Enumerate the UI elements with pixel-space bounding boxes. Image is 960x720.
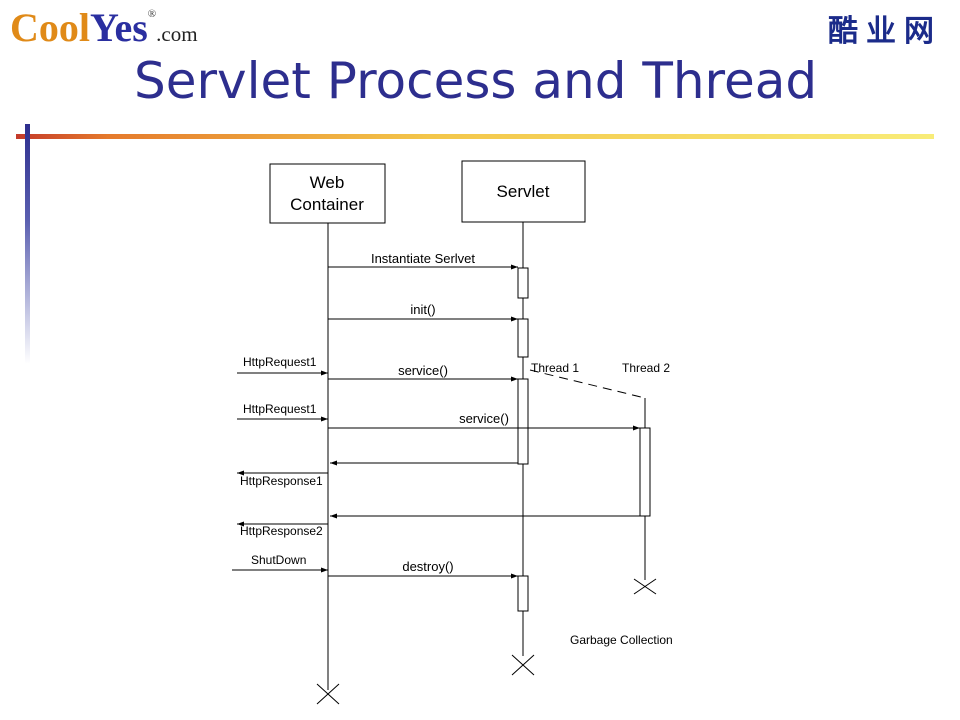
http-request1b-label: HttpRequest1 (243, 402, 317, 416)
shutdown-label: ShutDown (251, 553, 306, 567)
logo-yes: Yes (90, 5, 148, 50)
message-init-label: init() (410, 302, 435, 317)
logo-domain: .com (156, 22, 198, 46)
thread2-termination-x (633, 578, 657, 595)
garbage-collection-label: Garbage Collection (570, 633, 673, 647)
title-divider-horizontal (16, 134, 934, 139)
web-container-label-line1: Web (310, 173, 345, 192)
web-container-label-line2: Container (290, 195, 364, 214)
coolyes-logo: CoolYes® .com (10, 4, 198, 50)
servlet-termination-x (511, 654, 535, 676)
chinese-site-logo: 酷业网 (828, 14, 942, 49)
http-response2-label: HttpResponse2 (240, 524, 323, 538)
http-request1a-label: HttpRequest1 (243, 355, 317, 369)
activation-init (517, 318, 529, 358)
participant-web-container: Web Container (269, 163, 386, 224)
logo-cool: Cool (10, 5, 90, 50)
message-service1-label: service() (398, 363, 448, 378)
web-container-termination-x (316, 683, 340, 705)
message-destroy-label: destroy() (402, 559, 453, 574)
message-instantiate-label: Instantiate Serlvet (371, 251, 475, 266)
message-service2-label: service() (459, 411, 509, 426)
http-response1-label: HttpResponse1 (240, 474, 323, 488)
participant-servlet: Servlet (461, 160, 586, 223)
activation-service-thread1 (517, 378, 529, 465)
thread1-label: Thread 1 (531, 361, 579, 375)
activation-destroy (517, 575, 529, 612)
servlet-label: Servlet (497, 182, 550, 201)
slide-title: Servlet Process and Thread (134, 52, 818, 110)
title-divider-vertical (25, 124, 30, 364)
thread-dashed-line (529, 369, 646, 399)
activation-instantiate (517, 267, 529, 299)
logo-registered-mark: ® (147, 8, 157, 20)
activation-service-thread2 (639, 427, 651, 517)
thread2-label: Thread 2 (622, 361, 670, 375)
